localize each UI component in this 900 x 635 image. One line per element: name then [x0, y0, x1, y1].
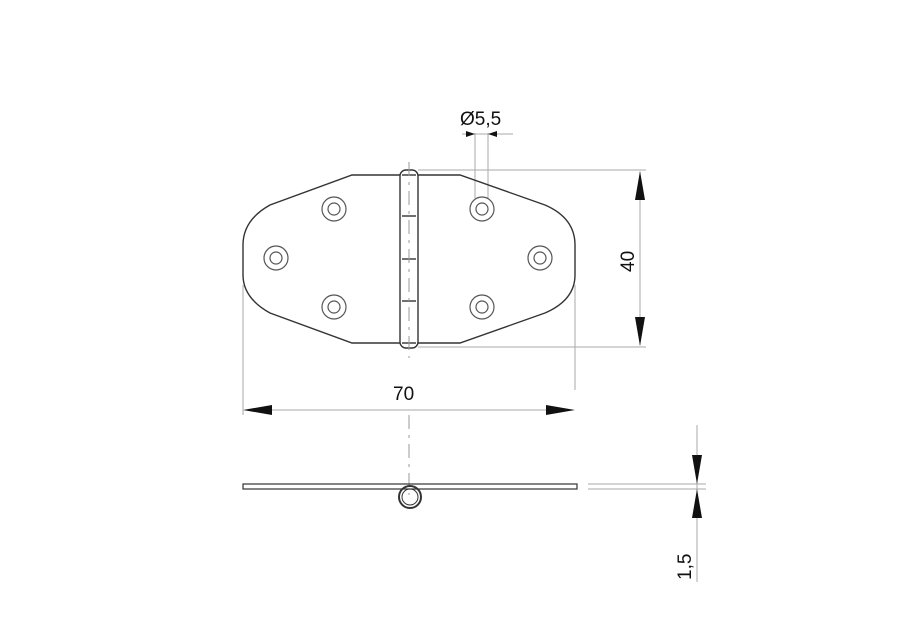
- hole-icon: [469, 196, 495, 222]
- height-dimension: 40: [618, 171, 645, 346]
- thickness-label: 1,5: [675, 554, 696, 580]
- left-leaf-outline: [242, 174, 400, 344]
- extension-lines: [242, 133, 706, 490]
- width-label: 70: [393, 384, 414, 405]
- hole-icon: [263, 245, 289, 271]
- right-leaf-outline: [418, 174, 576, 344]
- thickness-dimension: 1,5: [675, 425, 702, 582]
- height-label: 40: [618, 251, 639, 272]
- hinge-side-view: [242, 483, 578, 509]
- diameter-dimension: Ø5,5: [460, 109, 501, 137]
- diameter-label: Ø5,5: [460, 109, 501, 130]
- hole-icon: [321, 196, 347, 222]
- knuckle-section: [398, 485, 422, 509]
- width-dimension: 70: [243, 384, 575, 415]
- hole-icon: [527, 245, 553, 271]
- mounting-holes: [263, 196, 553, 320]
- hole-icon: [469, 294, 495, 320]
- hole-icon: [321, 294, 347, 320]
